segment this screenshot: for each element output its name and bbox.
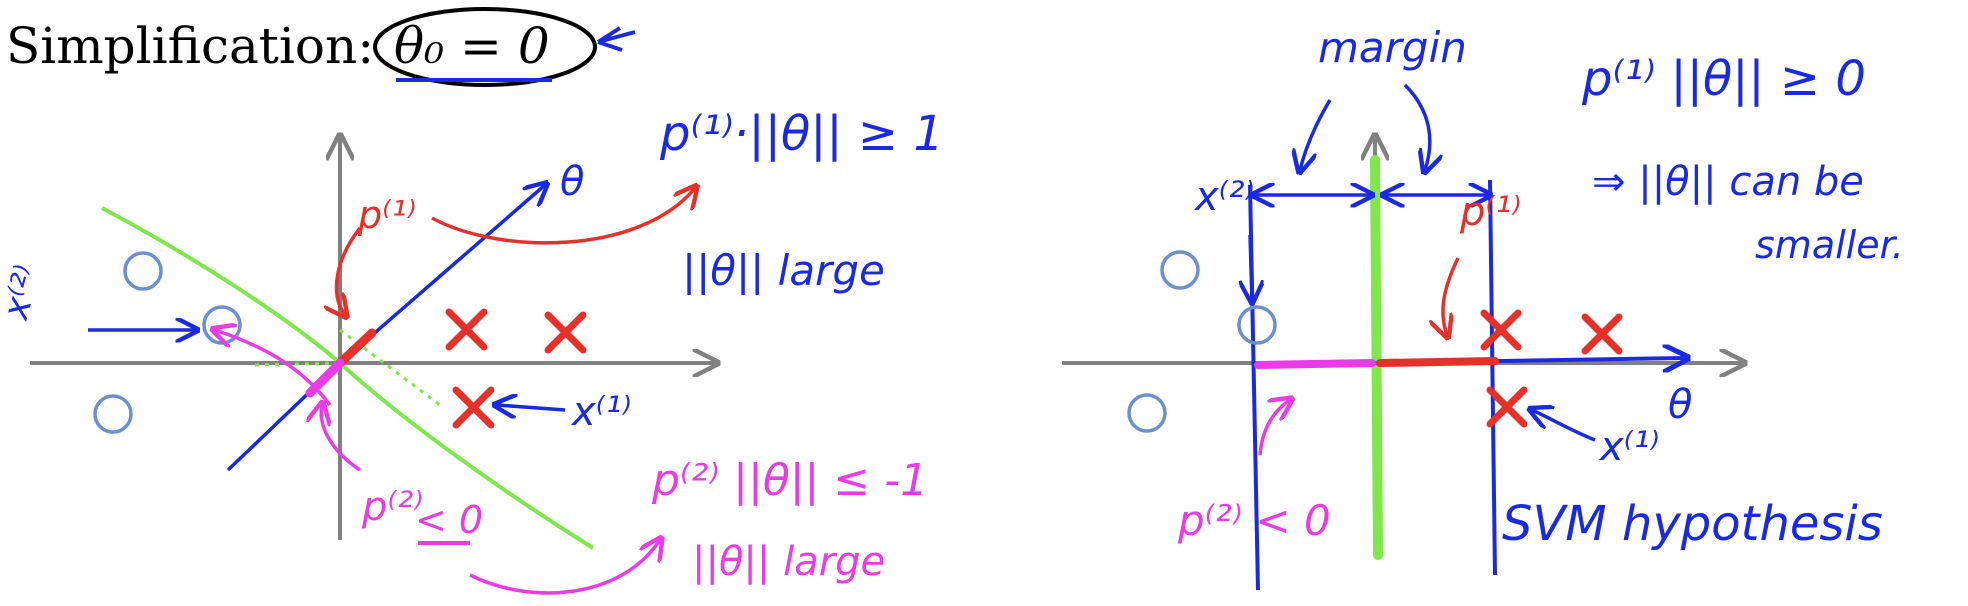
equation-arrow (596, 26, 636, 52)
right-smaller-line1: ⇒ ||θ|| can be (1592, 159, 1864, 205)
left-panel: x⁽²⁾ p⁽¹⁾ θ p⁽¹⁾·||θ|| ≥ 1 ||θ|| large x… (0, 106, 944, 595)
right-top-constraint: p⁽¹⁾ ||θ|| ≥ 0 (1581, 51, 1866, 107)
left-p1-pointer (337, 226, 362, 315)
right-cross-1 (1480, 309, 1522, 351)
left-theta-to-constraint (431, 188, 695, 245)
right-margin-pointer-left (1300, 99, 1332, 170)
right-p1-label: p⁽¹⁾ (1459, 189, 1521, 235)
right-margin-pointer-right (1403, 83, 1430, 170)
right-panel: margin x⁽²⁾ p⁽¹⁾ p⁽¹⁾ ||θ|| ≥ 0 ⇒ ||θ|| … (1062, 23, 1904, 591)
left-p2-pointer (321, 405, 361, 472)
left-p2-to-constraint (469, 540, 660, 595)
left-circle-3 (93, 394, 133, 434)
right-circle-3 (1127, 393, 1167, 433)
left-p2-lt0: < 0 (415, 498, 483, 542)
left-cross-3 (452, 386, 495, 429)
left-theta-label: θ (560, 159, 584, 205)
left-norm-large-1: ||θ|| large (682, 246, 885, 295)
right-margin-label: margin (1318, 23, 1467, 72)
left-circle-1 (123, 251, 163, 291)
right-x2-pointer (1250, 234, 1252, 300)
left-cross-1 (445, 308, 488, 351)
right-p2-projection (1254, 359, 1376, 369)
left-p2-label: p⁽²⁾ (361, 484, 423, 530)
equation-ellipse (373, 7, 597, 87)
right-theta-label: θ (1668, 382, 1692, 428)
heading: Simplification: θ₀ = 0 (6, 7, 636, 87)
left-x2-label: x⁽²⁾ (0, 261, 49, 324)
left-p1-label: p⁽¹⁾ (357, 193, 416, 237)
theta0-equation: θ₀ = 0 (394, 17, 550, 75)
right-circle-2 (1237, 305, 1277, 345)
right-smaller-line2: smaller. (1755, 223, 1904, 267)
left-constraint-negative: p⁽²⁾ ||θ|| ≤ -1 (651, 455, 928, 506)
left-cross-2 (544, 311, 587, 354)
left-constraint-positive: p⁽¹⁾·||θ|| ≥ 1 (659, 106, 944, 162)
left-x1-pointer (497, 405, 566, 410)
right-circle-1 (1160, 250, 1200, 290)
right-p1-pointer (1443, 257, 1460, 335)
left-p1-projection (335, 328, 377, 368)
right-p2-pointer (1258, 400, 1290, 456)
right-x1-pointer (1532, 410, 1596, 442)
right-cross-2 (1581, 313, 1623, 355)
right-x1-label: x⁽¹⁾ (1598, 424, 1659, 470)
left-p2-line-to-x2 (215, 330, 332, 407)
right-cross-3 (1486, 386, 1528, 428)
left-decision-boundary (101, 206, 595, 550)
right-p2-label: p⁽²⁾ < 0 (1177, 496, 1331, 545)
simplification-label: Simplification: (6, 17, 374, 75)
left-norm-large-2: ||θ|| large (692, 539, 885, 585)
right-x2-label: x⁽²⁾ (1193, 174, 1254, 220)
right-p1-projection (1376, 357, 1499, 367)
right-margin-line-right (1488, 179, 1497, 576)
left-x1-label: x⁽¹⁾ (570, 389, 631, 435)
right-decision-boundary (1370, 155, 1383, 560)
right-svm-label: SVM hypothesis (1502, 496, 1883, 552)
